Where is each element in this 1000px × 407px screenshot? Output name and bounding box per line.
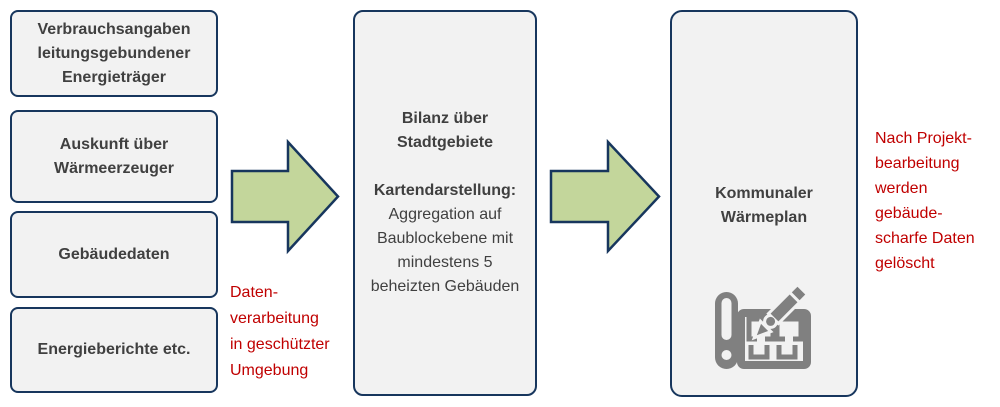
icon-wrap [712, 258, 816, 388]
input-box-verbrauchsangaben: Verbrauchsangaben leitungsgebundener Ene… [10, 10, 218, 97]
result-box-title: Kommunaler Wärmeplan [715, 185, 813, 226]
process-box-title: Bilanz über Stadtgebiete [396, 110, 493, 151]
blueprint-pencil-icon [715, 282, 811, 369]
result-box-waermeplan: Kommunaler Wärmeplan [670, 10, 858, 397]
input-box-energieberichte: Energieberichte etc. [10, 307, 218, 393]
input-box-gebaeudedaten: Gebäudedaten [10, 211, 218, 298]
note-protected-processing: Daten- verarbeitung in geschützter Umgeb… [230, 284, 330, 379]
process-box-subtitle: Kartendarstellung: [373, 182, 517, 199]
input-box-waermeerzeuger: Auskunft über Wärmeerzeuger [10, 110, 218, 203]
input-box-label: Energieberichte etc. [37, 341, 191, 358]
flow-arrow-icon [230, 139, 340, 255]
input-box-label: Verbrauchsangaben leitungsgebundener Ene… [37, 20, 191, 86]
note-data-deletion: Nach Projekt- bearbeitung werden gebäude… [875, 130, 975, 272]
process-box-bilanz: Bilanz über Stadtgebiete Kartendarstellu… [353, 10, 537, 396]
flow-arrow-icon [549, 139, 661, 255]
input-box-label: Gebäudedaten [58, 245, 170, 263]
process-box-body: Aggregation auf Baublockebene mit mindes… [370, 206, 520, 295]
input-box-label: Auskunft über Wärmeerzeuger [53, 135, 175, 177]
